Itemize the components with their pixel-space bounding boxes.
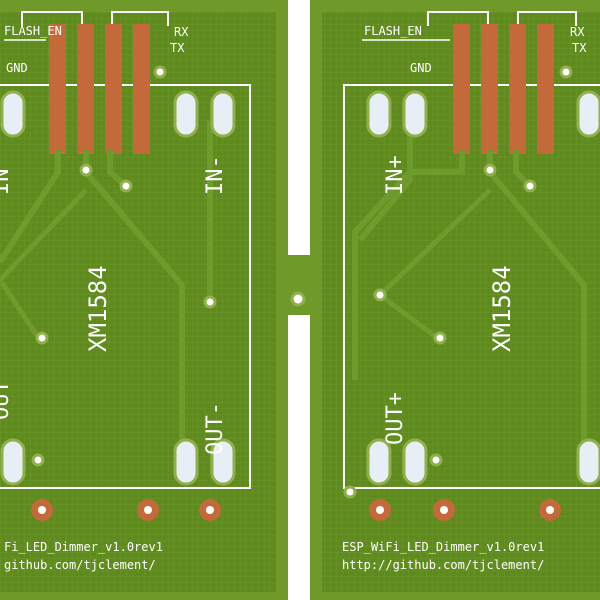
right-label-flash-en: FLASH_EN	[364, 24, 422, 38]
left-via-4	[203, 295, 217, 309]
right-via-1	[483, 163, 497, 177]
left-oval-pad-3	[210, 90, 236, 138]
left-header-pad-4	[133, 24, 150, 154]
left-label-out-partial: OUT	[0, 380, 14, 420]
right-footer-line-1: ESP_WiFi_LED_Dimmer_v1.0rev1	[342, 540, 544, 554]
left-oval-pad-2	[173, 90, 199, 138]
left-label-flash-en: FLASH_EN	[4, 24, 62, 38]
left-footer-line-2: github.com/tjclement/	[4, 558, 156, 572]
right-via-6	[429, 453, 443, 467]
left-header-bracket-1	[21, 11, 83, 26]
right-header-bracket-1	[427, 11, 489, 26]
right-oval-pad-3	[576, 90, 600, 138]
right-thru-hole-2-drill	[440, 506, 448, 514]
left-label-gnd: GND	[6, 61, 28, 75]
right-header-pad-2	[481, 24, 498, 154]
left-oval-pad-4	[0, 438, 26, 486]
left-label-tx: TX	[170, 41, 185, 55]
right-oval-pad-4	[366, 438, 392, 486]
left-via-2	[119, 179, 133, 193]
right-footer-line-2: http://github.com/tjclement/	[342, 558, 544, 572]
breakaway-tab	[283, 0, 315, 600]
right-module-outline	[343, 84, 600, 489]
left-label-in-minus: IN-	[203, 155, 228, 195]
right-via-4	[373, 288, 387, 302]
left-header-pad-1	[49, 24, 66, 154]
left-trace-a	[83, 150, 185, 455]
right-header-pad-1	[453, 24, 470, 154]
left-thru-hole-1-drill	[38, 506, 46, 514]
right-via-5	[433, 331, 447, 345]
right-trace-a	[487, 150, 587, 455]
left-oval-pad-6	[210, 438, 236, 486]
right-trace-e	[513, 150, 533, 189]
left-thru-hole-3-drill	[206, 506, 214, 514]
left-footer-line-1: Fi_LED_Dimmer_v1.0rev1	[4, 540, 163, 554]
right-label-tx: TX	[572, 41, 587, 55]
right-header-pad-3	[509, 24, 526, 154]
right-via-3	[559, 65, 573, 79]
right-oval-pad-2	[402, 90, 428, 138]
left-label-chip: XM1584	[84, 265, 112, 352]
left-oval-pad-5	[173, 438, 199, 486]
left-via-3	[153, 65, 167, 79]
left-label-rx: RX	[174, 25, 189, 39]
right-oval-pad-1	[366, 90, 392, 138]
right-label-out-plus: OUT+	[383, 392, 408, 445]
left-header-bracket-2	[111, 11, 169, 26]
right-thru-hole-1-drill	[376, 506, 384, 514]
right-label-gnd: GND	[410, 61, 432, 75]
right-label-rx: RX	[570, 25, 585, 39]
left-pcb-board: FLASH_EN GND RX TX IN- XM1584 OUT- IN OU…	[0, 0, 288, 600]
left-via-6	[31, 453, 45, 467]
right-label-chip: XM1584	[488, 265, 516, 352]
left-label-out-minus: OUT-	[203, 402, 228, 455]
left-trace-b	[0, 150, 61, 264]
left-header-pad-3	[105, 24, 122, 154]
left-oval-pad-1	[0, 90, 26, 138]
right-oval-pad-5	[402, 438, 428, 486]
left-thru-hole-2-drill	[144, 506, 152, 514]
right-trace-d	[357, 130, 413, 242]
right-via-2	[523, 179, 537, 193]
right-header-pad-4	[537, 24, 554, 154]
right-oval-pad-6	[576, 438, 600, 486]
left-trace-e	[107, 150, 128, 189]
right-thru-hole-3-drill	[546, 506, 554, 514]
left-via-1	[79, 163, 93, 177]
right-pcb-board: FLASH_EN GND RX TX IN+ XM1584 OUT+ ESP_W…	[310, 0, 600, 600]
left-via-5	[35, 331, 49, 345]
right-label-in-plus: IN+	[383, 155, 408, 195]
left-header-pad-2	[77, 24, 94, 154]
right-via-7	[343, 485, 357, 499]
left-trace-c	[0, 188, 88, 342]
right-header-bracket-2	[517, 11, 577, 26]
left-label-in-partial: IN	[0, 169, 14, 196]
tab-mouse-bite-hole	[290, 291, 306, 307]
